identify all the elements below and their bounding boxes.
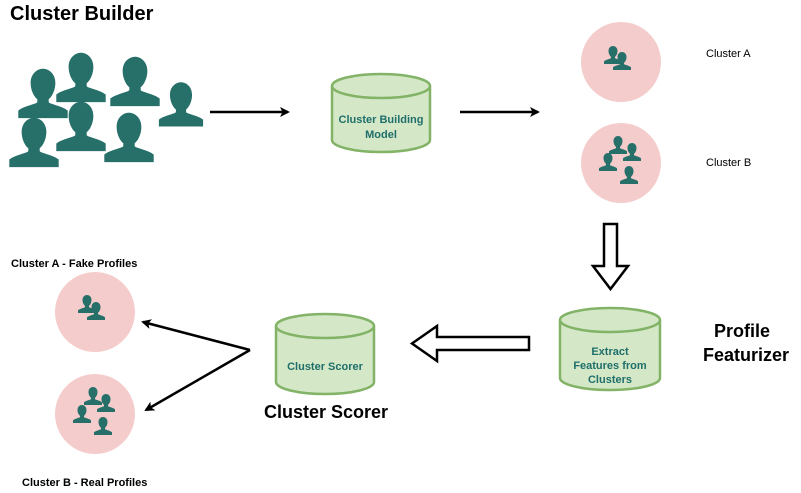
arrow-scorer-to-real [144, 348, 251, 412]
label-cluster-b: Cluster B [706, 157, 751, 169]
cluster-building-model-label-line2: Model [365, 129, 397, 141]
user-icon [9, 117, 59, 168]
label-cluster-b-real-profiles: Cluster B - Real Profiles [22, 477, 147, 489]
title-profile-featurizer-line2: Featurizer [703, 345, 789, 365]
hollow-arrow-down [590, 222, 631, 292]
cluster-a-fake-circle [55, 272, 135, 352]
title-profile-featurizer-line1: Profile [714, 321, 770, 341]
cluster-a-circle [581, 22, 661, 102]
cluster-b-circle [581, 123, 661, 203]
cluster-building-model-node: Cluster Building Model [330, 72, 432, 154]
extract-features-label-line3: Clusters [588, 374, 632, 386]
cluster-b-real-circle [55, 374, 135, 454]
hollow-arrow-left [409, 323, 531, 364]
extract-features-label-line1: Extract [591, 346, 629, 358]
extract-features-label-line2: Features from [573, 360, 647, 372]
title-cluster-scorer: Cluster Scorer [264, 402, 388, 422]
user-profiles-group [9, 52, 204, 168]
user-icon [104, 112, 154, 163]
label-cluster-a-fake-profiles: Cluster A - Fake Profiles [11, 258, 137, 270]
cluster-scorer-node-label: Cluster Scorer [287, 361, 364, 373]
cluster-scorer-node: Cluster Scorer [274, 312, 376, 396]
arrow-scorer-to-fake [141, 319, 251, 352]
user-icon [56, 52, 106, 103]
cluster-building-model-label-line1: Cluster Building [339, 114, 424, 126]
extract-features-node: Extract Features from Clusters [558, 306, 662, 392]
label-cluster-a: Cluster A [706, 48, 751, 60]
user-icon [158, 82, 204, 127]
title-cluster-builder: Cluster Builder [10, 3, 154, 25]
user-icon [110, 56, 160, 107]
